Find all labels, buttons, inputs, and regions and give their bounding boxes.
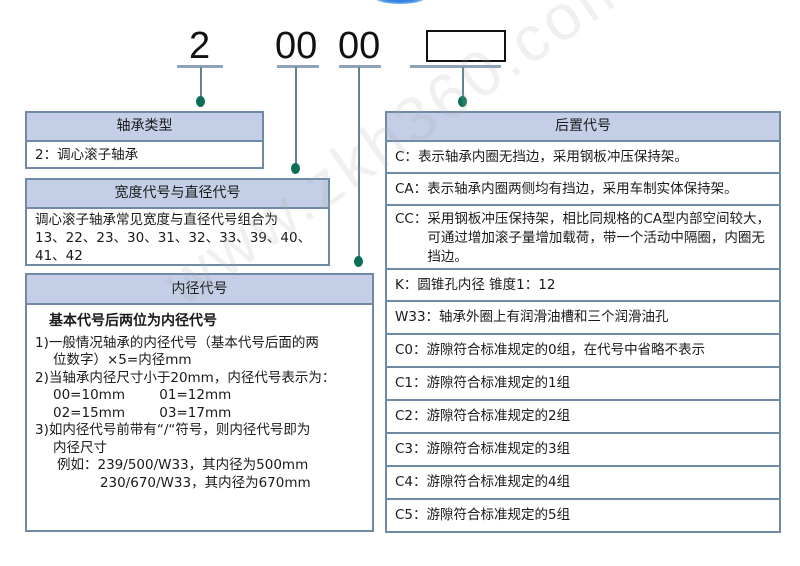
suffix-row-cc: CC：采用钢板冲压保持架，相比同规格的CA型内部空间较大，可通过增加滚子量增加载…: [387, 206, 779, 270]
suffix-text: 表示轴承内圈两侧均有挡边，采用车制实体保持架。: [427, 181, 738, 197]
panel-width-diameter-body: 调心滚子轴承常见宽度与直径代号组合为 13、22、23、30、31、32、33、…: [27, 209, 328, 268]
connector-dot-bore: [354, 256, 363, 267]
bore-line: 3)如内径代号前带有“/“符号，则内径代号即为: [35, 422, 311, 438]
panel-width-diameter-title: 宽度代号与直径代号: [27, 180, 328, 209]
suffix-text: 圆锥孔内径 锥度1：12: [417, 277, 556, 293]
bore-line: 内径尺寸: [53, 439, 107, 456]
suffix-text: 游隙符合标准规定的1组: [426, 375, 571, 391]
bore-line: 02=15mm 03=17mm: [53, 404, 232, 421]
suffix-row-c3: C3：游隙符合标准规定的3组: [387, 434, 779, 467]
panel-bearing-type-body: 2：调心滚子轴承: [35, 147, 139, 163]
suffix-key: C1：: [395, 375, 427, 391]
suffix-row-k: K：圆锥孔内径 锥度1：12: [387, 270, 779, 302]
panel-suffix-title: 后置代号: [387, 113, 779, 142]
top-decoration: [375, 0, 425, 4]
suffix-text: 游隙符合标准规定的2组: [426, 408, 571, 424]
suffix-key: CC：: [395, 211, 428, 227]
panel-bore-subtitle: 基本代号后两位为内径代号: [49, 313, 217, 329]
width-diameter-line: 13、22、23、30、31、32、33、39、40、: [35, 230, 312, 246]
suffix-text: 轴承外圈上有润滑油槽和三个润滑油孔: [439, 309, 669, 325]
connector-dot-type: [196, 96, 205, 107]
suffix-key: C3：: [395, 441, 427, 457]
connector-width-diameter: [295, 67, 297, 167]
code-width-diameter: 00: [275, 25, 318, 67]
code-type: 2: [189, 25, 211, 67]
suffix-row-w33: W33：轴承外圈上有润滑油槽和三个润滑油孔: [387, 302, 779, 335]
suffix-key: C5：: [395, 507, 427, 523]
suffix-row-c0: C0：游隙符合标准规定的0组，在代号中省略不表示: [387, 335, 779, 368]
bore-line: 00=10mm 01=12mm: [53, 387, 232, 403]
suffix-row-c5: C5：游隙符合标准规定的5组: [387, 500, 779, 534]
bore-line: 位数字）×5=内径mm: [53, 352, 192, 368]
suffix-row-c2: C2：游隙符合标准规定的2组: [387, 401, 779, 434]
panel-width-diameter: 宽度代号与直径代号 调心滚子轴承常见宽度与直径代号组合为 13、22、23、30…: [25, 178, 330, 266]
bore-line: 例如：239/500/W33，其内径为500mm: [57, 457, 309, 473]
underline-bore: [339, 65, 381, 68]
suffix-text: 采用钢板冲压保持架，相比同规格的CA型内部空间较大，可通过增加滚子量增加载荷，带…: [427, 211, 771, 265]
connector-suffix: [462, 67, 464, 101]
suffix-text: 游隙符合标准规定的4组: [426, 474, 571, 490]
bore-line: 2)当轴承内径尺寸小于20mm，内径代号表示为：: [35, 369, 336, 386]
underline-type: [177, 65, 223, 68]
suffix-key: K：: [395, 277, 418, 293]
width-diameter-line: 调心滚子轴承常见宽度与直径代号组合为: [35, 212, 278, 228]
panel-bore: 内径代号 基本代号后两位为内径代号 1)一般情况轴承的内径代号（基本代号后面的两…: [25, 273, 374, 532]
suffix-text: 游隙符合标准规定的3组: [426, 441, 571, 457]
suffix-text: 游隙符合标准规定的0组，在代号中省略不表示: [426, 342, 706, 358]
underline-width-diameter: [277, 65, 319, 68]
suffix-row-ca: CA：表示轴承内圈两侧均有挡边，采用车制实体保持架。: [387, 174, 779, 206]
suffix-text: 游隙符合标准规定的5组: [426, 507, 571, 523]
suffix-key: CA：: [395, 181, 428, 197]
panel-bore-body: 基本代号后两位为内径代号 1)一般情况轴承的内径代号（基本代号后面的两 位数字）…: [27, 313, 372, 495]
connector-bore: [358, 67, 360, 261]
connector-dot-suffix: [458, 96, 467, 107]
suffix-key: C0：: [395, 342, 427, 358]
panel-bore-title: 内径代号: [27, 275, 372, 305]
code-bore: 00: [338, 25, 381, 67]
suffix-row-c4: C4：游隙符合标准规定的4组: [387, 467, 779, 500]
bore-line: 1)一般情况轴承的内径代号（基本代号后面的两: [35, 334, 319, 351]
suffix-key: C：: [395, 149, 418, 165]
panel-suffix: 后置代号 C：表示轴承内圈无挡边，采用钢板冲压保持架。 CA：表示轴承内圈两侧均…: [385, 111, 781, 533]
suffix-key: W33：: [395, 309, 440, 325]
panel-bearing-type-title: 轴承类型: [27, 113, 262, 142]
bore-line: 230/670/W33，其内径为670mm: [57, 474, 311, 491]
suffix-row-c1: C1：游隙符合标准规定的1组: [387, 368, 779, 401]
connector-type: [200, 67, 202, 101]
suffix-key: C4：: [395, 474, 427, 490]
connector-dot-width-diameter: [291, 163, 300, 174]
code-suffix-box: [426, 30, 506, 62]
suffix-key: C2：: [395, 408, 427, 424]
width-diameter-line: 41、42: [35, 248, 83, 264]
underline-suffix: [410, 65, 501, 68]
suffix-text: 表示轴承内圈无挡边，采用钢板冲压保持架。: [417, 149, 688, 165]
suffix-row-c: C：表示轴承内圈无挡边，采用钢板冲压保持架。: [387, 142, 779, 174]
panel-bearing-type: 轴承类型 2：调心滚子轴承: [25, 111, 264, 169]
